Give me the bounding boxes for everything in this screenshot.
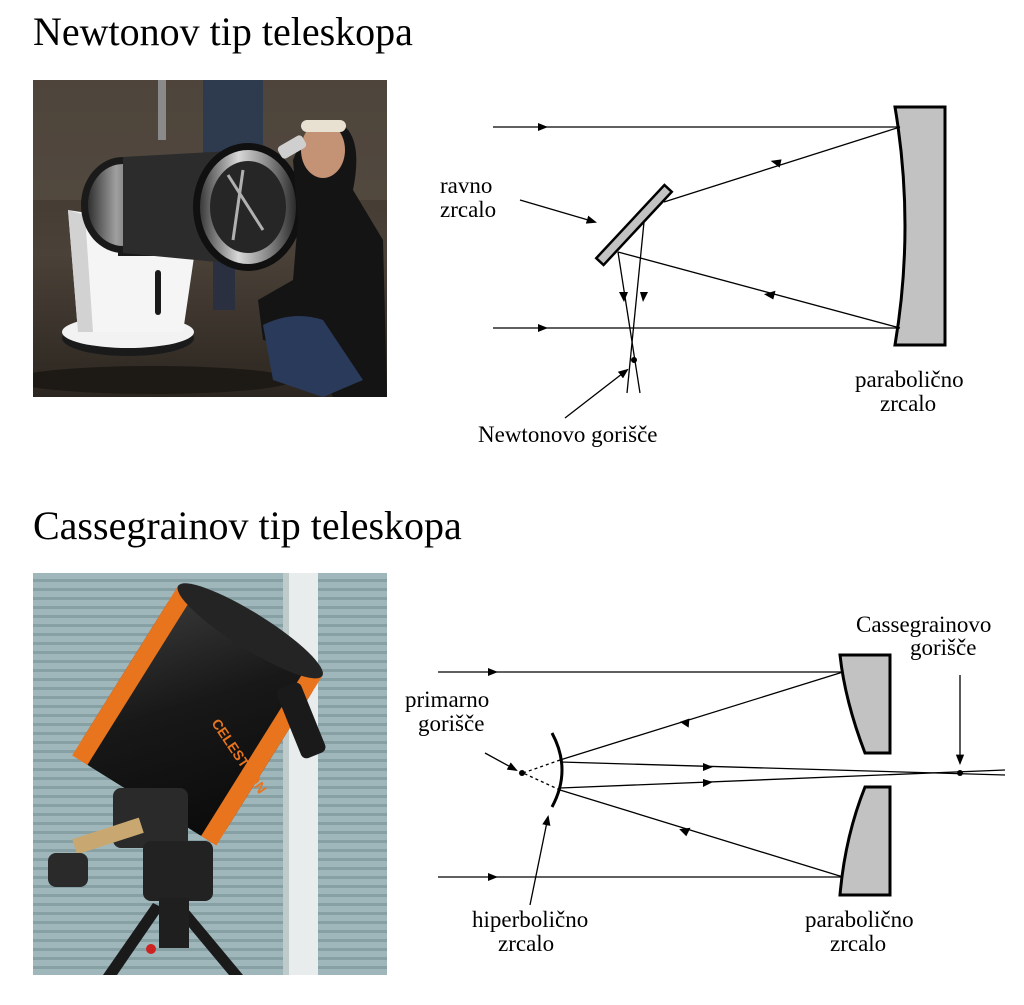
label-primary-mirror-line1: parabolično	[805, 907, 914, 932]
cassegrain-focus-point	[957, 770, 963, 776]
cassegrain-primary-mirror-top	[838, 653, 892, 755]
label-flat-mirror-line1: ravno	[440, 173, 492, 198]
label-primary-mirror-line2: zrcalo	[830, 931, 886, 956]
label-prime-focus-line1: primarno	[405, 687, 489, 712]
label-newton-focus: Newtonovo gorišče	[478, 422, 658, 447]
newton-title: Newtonov tip teleskopa	[33, 9, 413, 54]
newton-telescope-photo	[33, 80, 387, 397]
cassegrain-telescope-photo: CELESTRON	[33, 573, 387, 975]
cassegrain-diagram: Cassegrainovo gorišče primarno gorišče h…	[405, 612, 1006, 956]
prime-focus-point	[519, 770, 525, 776]
cassegrain-title: Cassegrainov tip teleskopa	[33, 503, 462, 548]
reflected-ray-bottom	[617, 251, 901, 329]
reflected-ray-top	[663, 126, 901, 203]
label-cassegrain-focus-line1: Cassegrainovo	[856, 612, 991, 637]
newton-focus-point	[631, 357, 637, 363]
newton-diagram: ravno zrcalo Newtonovo gorišče parabolič…	[440, 105, 964, 447]
label-secondary-mirror-line2: zrcalo	[498, 931, 554, 956]
label-primary-mirror-line2: zrcalo	[880, 391, 936, 416]
cassegrain-primary-mirror-bottom	[838, 785, 892, 897]
cassegrain-secondary-mirror	[550, 732, 564, 808]
newton-flat-mirror	[594, 183, 674, 267]
label-cassegrain-focus-line2: gorišče	[910, 635, 976, 660]
label-prime-focus-line2: gorišče	[418, 711, 484, 736]
newton-primary-mirror	[893, 105, 947, 347]
label-secondary-mirror-line1: hiperbolično	[472, 907, 588, 932]
label-flat-mirror-line2: zrcalo	[440, 197, 496, 222]
label-primary-mirror-line1: parabolično	[855, 367, 964, 392]
